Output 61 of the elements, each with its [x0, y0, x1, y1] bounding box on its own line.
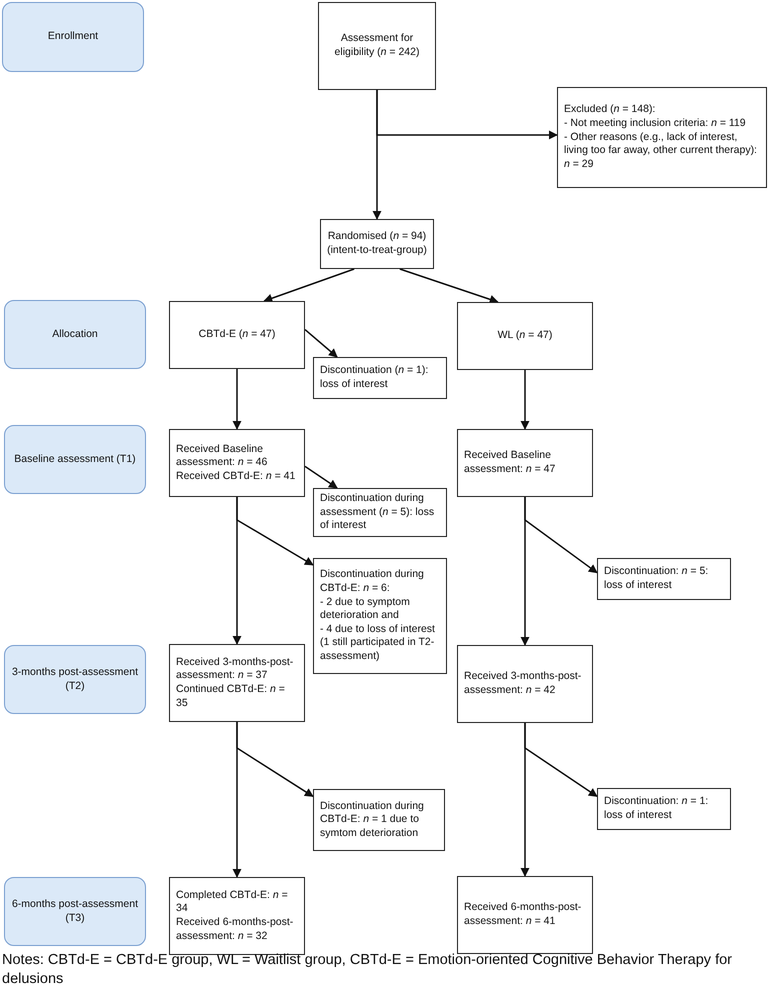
process-box	[169, 429, 305, 497]
stage-label	[4, 877, 146, 946]
box-text: Discontinuation during CBTd-E: n = 6:	[320, 568, 425, 596]
arrow	[263, 268, 354, 303]
box-text: Received Baseline assessment: n = 47	[464, 449, 556, 477]
box-text: - 2 due to symptom deterioration and	[320, 596, 411, 623]
box-text: Discontinuation during CBTd-E: n = 1 due to symtom deterioration	[320, 800, 425, 840]
process-box	[457, 645, 593, 723]
arrow	[520, 370, 530, 430]
process-box	[169, 877, 305, 955]
process-box	[313, 357, 447, 399]
arrow	[304, 328, 338, 358]
stage-name: Allocation	[52, 328, 98, 342]
footnote: Notes: CBTd-E = CBTd-E group, WL = Waitlist group, CBTd-E = Emotion-oriented Cognitive Behavior Therapy for delusions	[2, 951, 734, 989]
box-text: Discontinuation: n = 5: loss of interest	[604, 565, 710, 593]
stage-name: Baseline assessment (T1)	[14, 452, 136, 466]
box-text: Discontinuation during assessment (n = 5): loss of interest	[320, 492, 436, 533]
box-text: - Other reasons (e.g., lack of interest, living too far away, other current therapy): n = 29	[564, 130, 758, 172]
arrow	[232, 369, 242, 430]
process-box	[557, 87, 767, 188]
process-box	[313, 558, 447, 674]
box-text: Completed CBTd-E: n = 34	[176, 888, 289, 916]
process-box	[320, 219, 434, 269]
arrow	[232, 497, 242, 645]
box-text: - 4 due to loss of interest (1 still participated in T2-assessment)	[320, 622, 436, 664]
stage-label	[4, 645, 146, 714]
box-text: Received CBTd-E: n = 41	[176, 470, 296, 484]
box-text: Discontinuation: n = 1: loss of interest	[604, 795, 710, 823]
process-box	[597, 558, 731, 600]
box-text: WL (n = 47)	[498, 329, 552, 343]
process-box	[313, 789, 445, 851]
box-text: Continued CBTd-E: n = 35	[176, 683, 286, 710]
arrow	[232, 722, 242, 878]
arrow	[304, 466, 338, 489]
stage-label	[2, 2, 144, 72]
box-text: Discontinuation (n = 1): loss of interest	[320, 364, 430, 392]
process-box	[313, 488, 447, 537]
arrow	[400, 268, 499, 304]
box-text: CBTd-E (n = 47)	[198, 328, 276, 342]
stage-label	[4, 425, 146, 494]
arrow	[372, 90, 382, 220]
box-text: Received 6-months-post-assessment: n = 32	[176, 916, 294, 944]
process-box	[318, 2, 436, 90]
process-box	[457, 429, 593, 497]
process-box	[169, 644, 305, 722]
process-box	[457, 302, 593, 370]
process-box	[169, 301, 305, 369]
box-text: Randomised (n = 94) (intent-to-treat-group)	[327, 230, 427, 258]
stage-label	[4, 300, 146, 369]
box-text: Received 3-months-post-assessment: n = 42	[464, 670, 582, 698]
arrow	[520, 497, 530, 646]
arrow	[520, 723, 530, 877]
process-box	[457, 876, 593, 954]
box-text: Received 6-months-post-assessment: n = 41	[464, 901, 582, 929]
stage-name: 6-months post-assessment (T3)	[11, 898, 139, 926]
box-text: - Not meeting inclusion criteria: n = 119	[564, 117, 747, 131]
process-box	[597, 788, 731, 830]
box-text: Assessment for eligibility (n = 242)	[334, 32, 420, 60]
box-text: Excluded (n = 148):	[564, 103, 656, 118]
stage-name: Enrollment	[48, 30, 98, 44]
stage-name: 3-months post-assessment (T2)	[11, 666, 139, 694]
